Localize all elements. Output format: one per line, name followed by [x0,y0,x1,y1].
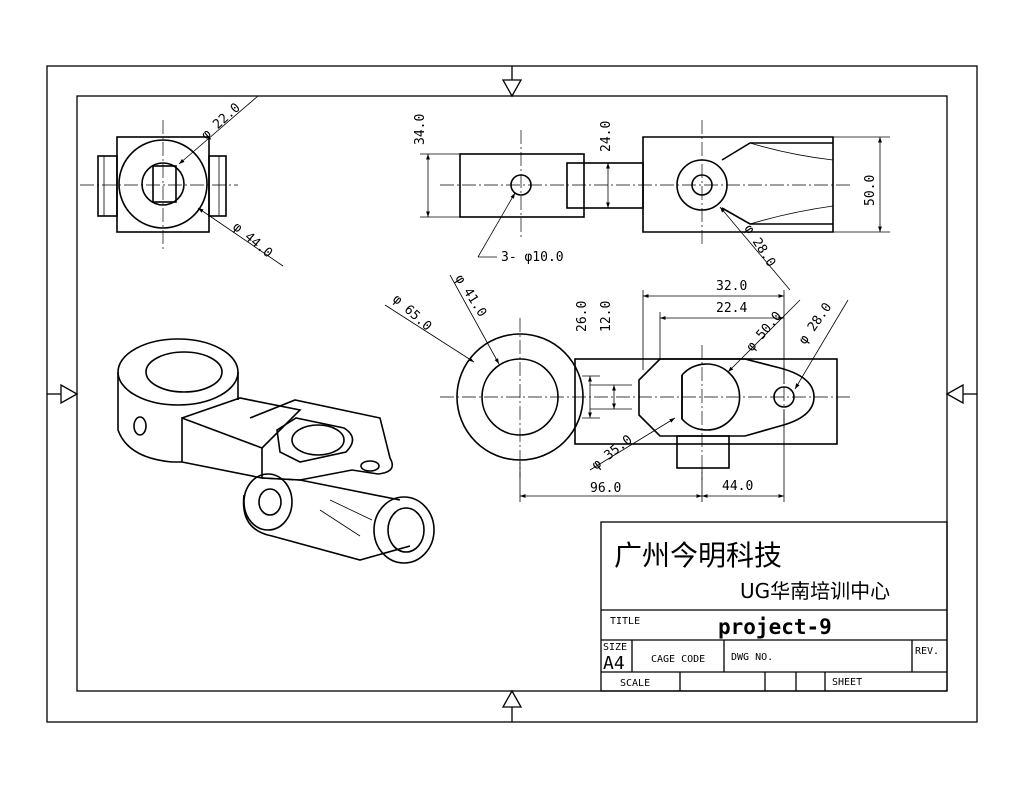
front-view: 26.0 12.0 32.0 22.4 96.0 44.0 φ 65.0 φ 4… [384,272,850,502]
dim-top-50: 50.0 [863,175,878,206]
dim-front-26: 26.0 [575,301,590,332]
dim-top-34: 34.0 [413,114,428,145]
left-end-view: φ 22.0 φ 44.0 [80,95,284,267]
sheet-label: SHEET [832,677,862,688]
drawing-title: project-9 [718,615,832,639]
title-block: 广州今明科技 UG华南培训中心 TITLE project-9 SIZE A4 … [600,521,948,692]
scale-label: SCALE [620,678,650,689]
dim-front-96: 96.0 [590,481,621,496]
dwg-no-label: DWG NO. [731,652,773,663]
cage-code-label: CAGE CODE [651,654,705,665]
centering-marks [47,66,977,722]
title-label: TITLE [610,616,640,627]
dim-front-dia-65: φ 65.0 [389,292,434,335]
dim-left-dia-22: φ 22.0 [199,100,244,143]
rev-label: REV. [915,646,939,657]
size-label: SIZE [603,642,627,653]
dim-top-24: 24.0 [599,121,614,152]
dim-top-dia-28: φ 28.0 [741,222,779,270]
isometric-view [117,338,435,564]
dim-front-dia-50: φ 50.0 [744,309,786,355]
dim-left-dia-44: φ 44.0 [229,220,275,262]
dim-front-dia-35: φ 35.0 [589,432,635,473]
company-name: 广州今明科技 [614,539,782,572]
dim-front-12: 12.0 [599,301,614,332]
dim-front-dia-28: φ 28.0 [796,300,835,347]
top-view: 34.0 24.0 50.0 3- φ10.0 φ 28.0 [413,114,890,291]
size-value: A4 [603,653,625,674]
dim-top-holes: 3- φ10.0 [501,250,564,265]
dim-front-44: 44.0 [722,479,753,494]
dim-front-22-4: 22.4 [716,301,747,316]
training-center: UG华南培训中心 [740,579,890,603]
dim-front-32: 32.0 [716,279,747,294]
